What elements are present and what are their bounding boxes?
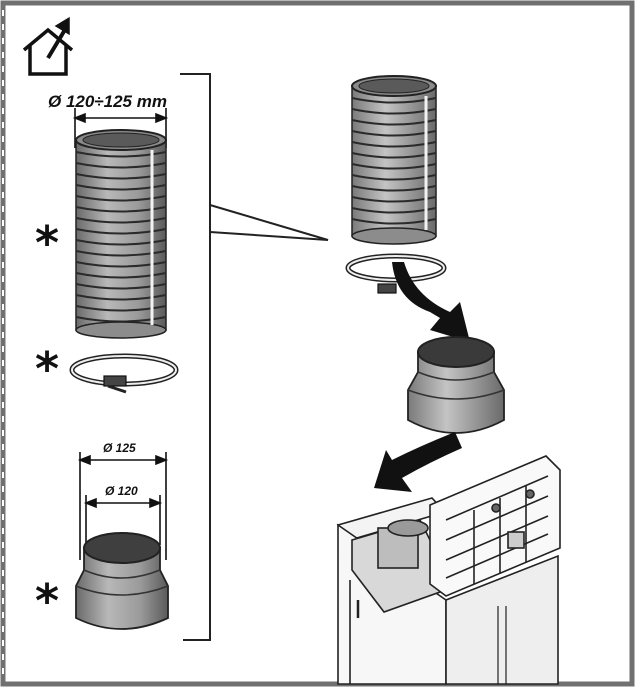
duct-rib	[75, 162, 167, 169]
hose-clamp-right	[345, 253, 447, 294]
duct-diameter-label: Ø 120÷125 mm	[48, 92, 167, 111]
duct-rib	[351, 207, 437, 214]
down-arrow-icon	[392, 262, 470, 342]
duct-rib	[351, 152, 437, 159]
duct-rib	[75, 228, 167, 235]
house-with-chimney-arrow-icon	[22, 16, 74, 76]
flexible-duct-right	[351, 75, 437, 245]
parts-bracket	[180, 73, 329, 641]
duct-rib	[351, 185, 437, 192]
adapter-inner-diameter-label: Ø 120	[105, 484, 138, 498]
duct-rib	[75, 272, 167, 279]
duct-rib	[351, 218, 437, 225]
duct-rib	[351, 196, 437, 203]
duct-asterisk-icon: *	[35, 216, 60, 270]
duct-rib	[75, 261, 167, 268]
duct-rib	[351, 130, 437, 137]
duct-rib	[75, 195, 167, 202]
duct-rib	[351, 97, 437, 104]
adapter-inner-dimension	[83, 495, 163, 545]
duct-adapter-left	[75, 532, 169, 630]
duct-rib	[75, 217, 167, 224]
duct-rib	[75, 305, 167, 312]
adapter-asterisk-icon: *	[35, 574, 60, 628]
flexible-duct-left	[75, 129, 167, 339]
duct-adapter-right	[407, 336, 505, 434]
duct-rib	[351, 174, 437, 181]
duct-rib	[351, 141, 437, 148]
down-arrow-icon-2	[374, 432, 462, 492]
adapter-outer-dimension	[77, 452, 169, 560]
duct-rib	[351, 108, 437, 115]
duct-rib	[75, 184, 167, 191]
cooker-hood-body	[336, 455, 561, 685]
duct-rib	[351, 163, 437, 170]
duct-rib	[351, 119, 437, 126]
adapter-outer-diameter-label: Ø 125	[103, 441, 136, 455]
clamp-asterisk-icon: *	[35, 342, 60, 396]
duct-rib	[75, 294, 167, 301]
duct-rib	[75, 239, 167, 246]
duct-rib	[75, 206, 167, 213]
duct-rib	[75, 283, 167, 290]
duct-rib	[75, 173, 167, 180]
hose-clamp-left	[69, 353, 179, 394]
duct-rib	[75, 250, 167, 257]
duct-rib	[75, 151, 167, 158]
